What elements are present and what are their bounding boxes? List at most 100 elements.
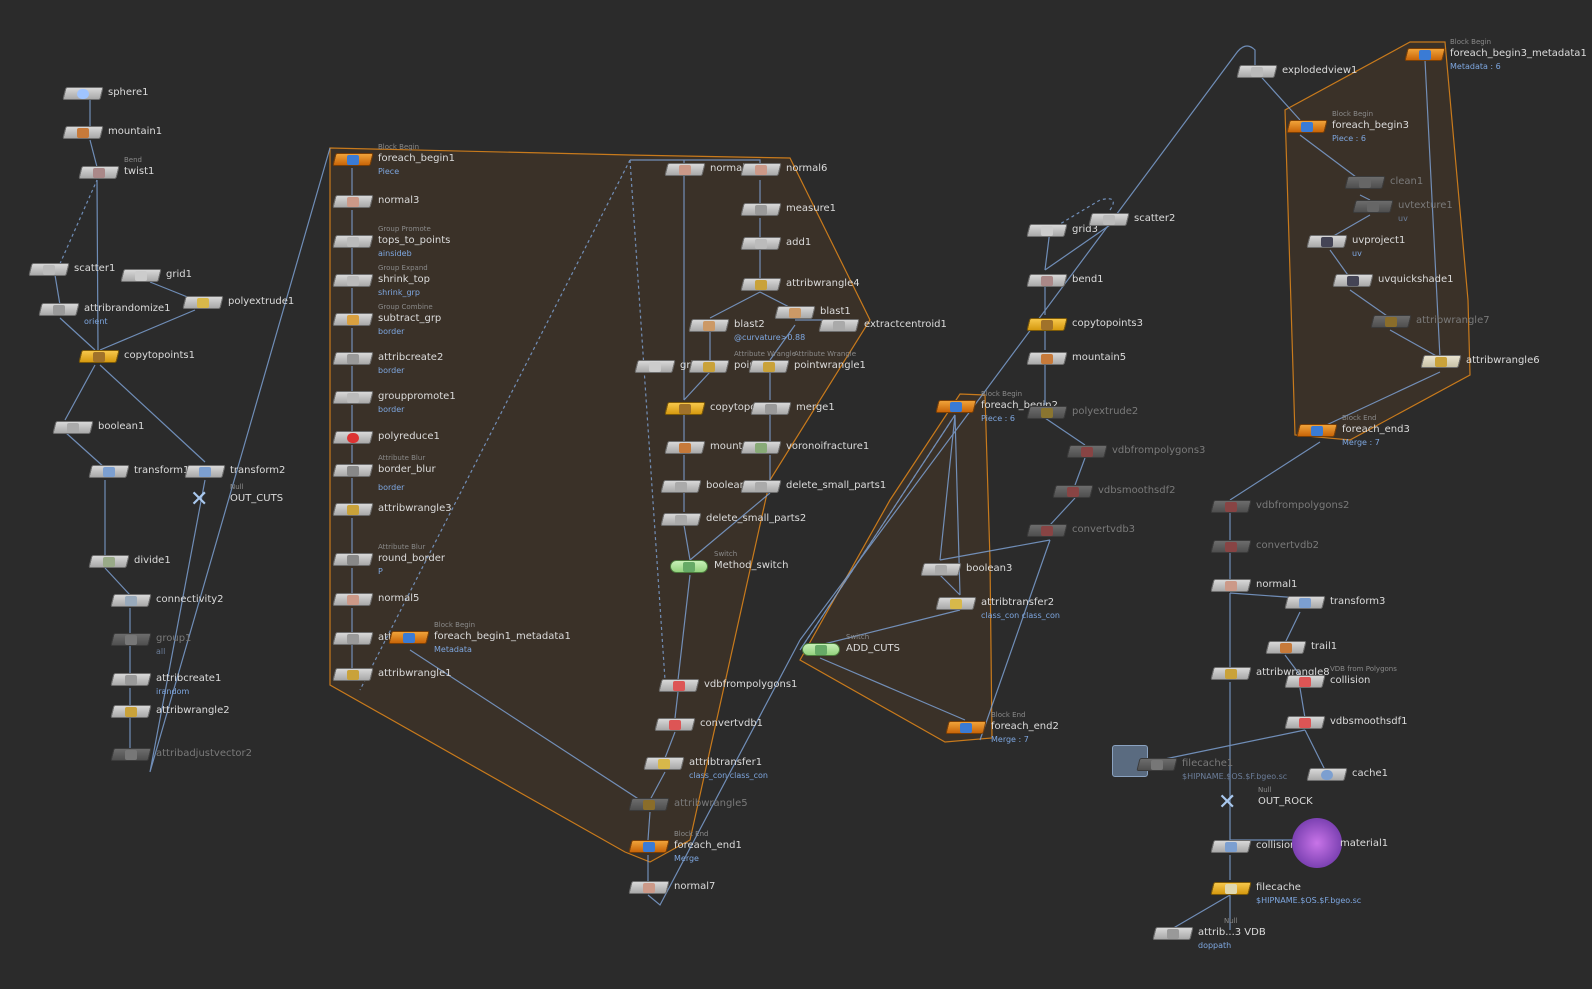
mountain-icon [77,128,89,138]
voronoi-icon [755,443,767,453]
cache-icon [1321,770,1333,780]
centroid-icon [833,321,845,331]
wrangle-icon [643,800,655,810]
polyextrude-icon [1041,408,1053,418]
mountain-icon [1041,354,1053,364]
transform-icon [199,467,211,477]
normal-icon [679,165,691,175]
vdb-icon [1041,526,1053,536]
trail-icon [1280,643,1292,653]
divide-icon [103,557,115,567]
node-material1[interactable]: material1 [1292,818,1412,870]
vdb-icon [673,681,685,691]
bend-icon [93,168,105,178]
transfer-icon [658,759,670,769]
group-icon [347,237,359,247]
wrangle-icon [703,362,715,372]
scatter-icon [1103,215,1115,225]
add-icon [755,239,767,249]
foreach-icon [643,842,655,852]
delete-icon [755,482,767,492]
foreach-icon [403,633,415,643]
foreach-icon [950,402,962,412]
blast-icon [703,321,715,331]
grid-icon [1041,226,1053,236]
copy-icon [1041,320,1053,330]
switch-icon [683,562,695,572]
blast-icon [789,308,801,318]
group-icon [347,315,359,325]
copy-icon [679,404,691,414]
copy-icon [93,352,105,362]
wrangle-icon [763,362,775,372]
transform-icon [1299,598,1311,608]
wrangle-icon [347,505,359,515]
blur-icon [347,555,359,565]
wrangle-icon [125,707,137,717]
material-icon [1292,818,1342,868]
attribcreate-icon [125,675,137,685]
vdb-icon [669,720,681,730]
attrib-icon [1167,929,1179,939]
vdb-icon [1225,502,1237,512]
sphere-icon [77,89,89,99]
merge-icon [765,404,777,414]
vdb-icon [1067,487,1079,497]
collision-icon [1225,842,1237,852]
measure-icon [755,205,767,215]
block-foreach3 [1284,41,1471,441]
switch-icon [815,645,827,655]
normal-icon [1225,581,1237,591]
adjust-icon [125,750,137,760]
vdb-icon [1299,718,1311,728]
attribcreate-icon [347,354,359,364]
foreach-icon [1301,122,1313,132]
polyreduce-icon [347,433,359,443]
null-icon: ✕ [1218,790,1237,815]
boolean-icon [935,565,947,575]
wrangle-icon [755,280,767,290]
filecache-icon [1225,884,1237,894]
wrangle-icon [1225,669,1237,679]
randomize-icon [53,305,65,315]
polyextrude-icon [197,298,209,308]
null-icon: ✕ [190,487,209,512]
filecache-icon [1151,760,1163,770]
attrib-icon [347,634,359,644]
uv-icon [1321,237,1333,247]
wrangle-icon [1435,357,1447,367]
normal-icon [643,883,655,893]
mountain-icon [679,443,691,453]
normal-icon [347,197,359,207]
connectivity-icon [125,596,137,606]
block-foreach2 [799,393,993,743]
group-icon [347,393,359,403]
vdb-icon [1225,542,1237,552]
transform-icon [103,467,115,477]
transfer-icon [950,599,962,609]
vdb-icon [1299,677,1311,687]
wrangle-icon [1385,317,1397,327]
scatter-icon [43,265,55,275]
foreach-icon [1311,426,1323,436]
grid-icon [649,362,661,372]
block-foreach1 [329,147,871,863]
boolean-icon [67,423,79,433]
uv-icon [1347,276,1359,286]
normal-icon [755,165,767,175]
vdb-icon [1081,447,1093,457]
foreach-icon [347,155,359,165]
wrangle-icon [347,670,359,680]
delete-icon [675,515,687,525]
foreach-icon [1419,50,1431,60]
group-icon [125,635,137,645]
foreach-icon [960,723,972,733]
clean-icon [1359,178,1371,188]
blur-icon [347,466,359,476]
boolean-icon [675,482,687,492]
group-icon [347,276,359,286]
grid-icon [135,271,147,281]
bend-icon [1041,276,1053,286]
